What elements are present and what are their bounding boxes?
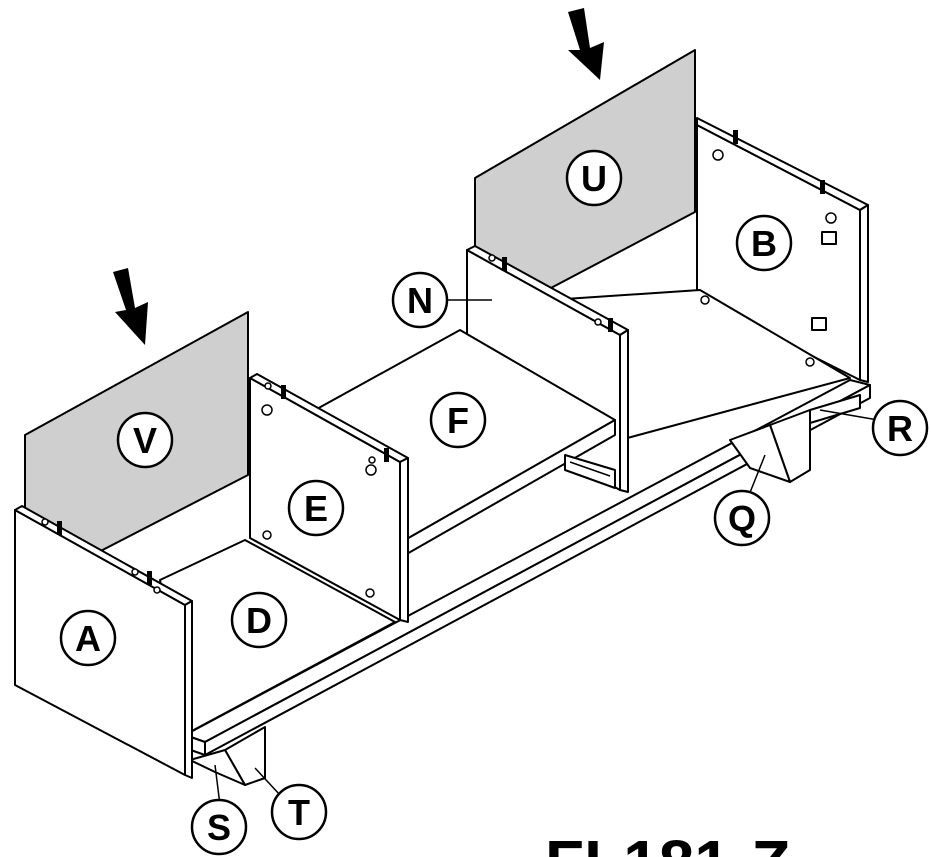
svg-text:B: B <box>751 223 777 264</box>
label-d: D <box>230 591 288 649</box>
label-v: V <box>116 411 174 469</box>
label-r: R <box>871 399 929 457</box>
svg-text:D: D <box>246 600 272 641</box>
product-code: FL181-Z <box>545 827 790 857</box>
label-q: Q <box>713 489 771 547</box>
label-a: A <box>59 609 117 667</box>
svg-text:R: R <box>887 408 913 449</box>
drawer-runner <box>564 454 616 489</box>
label-f: F <box>429 391 487 449</box>
label-u: U <box>565 149 623 207</box>
svg-text:T: T <box>288 792 310 833</box>
plinth-left <box>189 726 266 786</box>
svg-text:A: A <box>75 618 101 659</box>
arrow-down-icon-left <box>113 268 148 345</box>
hinges <box>811 231 837 331</box>
svg-text:Q: Q <box>728 498 756 539</box>
svg-text:S: S <box>207 807 231 848</box>
label-b: B <box>735 214 793 272</box>
arrow-down-icon-right <box>568 8 604 80</box>
dowels <box>57 130 825 585</box>
svg-text:V: V <box>133 420 157 461</box>
holes <box>41 149 837 598</box>
label-n: N <box>391 271 449 329</box>
label-t: T <box>270 783 328 841</box>
svg-text:F: F <box>447 400 469 441</box>
base-board <box>184 379 871 756</box>
svg-text:U: U <box>581 158 607 199</box>
svg-text:E: E <box>304 488 328 529</box>
plinth-right <box>729 394 861 483</box>
svg-text:N: N <box>407 280 433 321</box>
label-e: E <box>287 479 345 537</box>
label-s: S <box>190 798 248 856</box>
